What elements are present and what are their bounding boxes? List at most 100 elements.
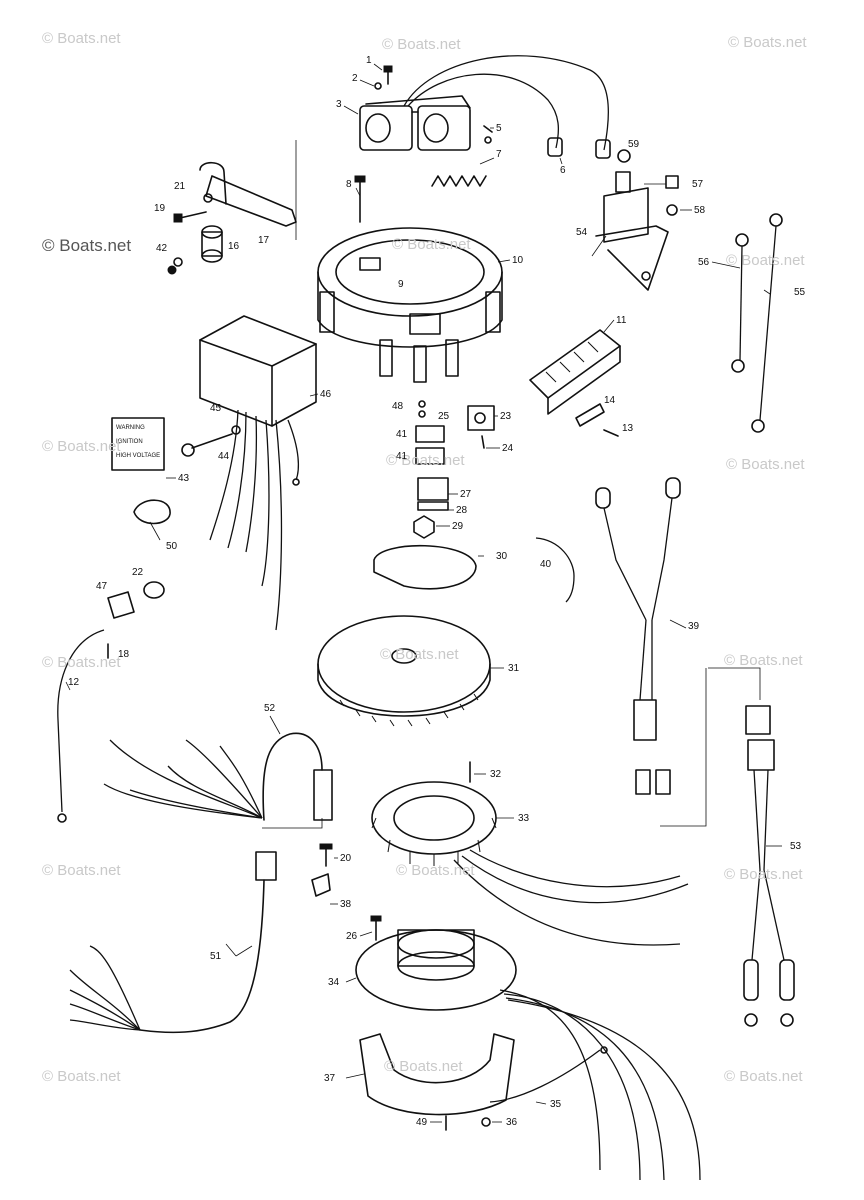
callout-42: 42 [156, 243, 168, 254]
flywheel [317, 615, 491, 727]
callout-6: 6 [560, 165, 566, 176]
callout-10: 10 [512, 255, 524, 266]
callout-37: 37 [324, 1073, 336, 1084]
watermark: © Boats.net [724, 866, 803, 883]
watermark: © Boats.net [42, 1068, 121, 1085]
callout-43: 43 [178, 473, 190, 484]
callout-11: 11 [616, 315, 627, 326]
callout-27: 27 [460, 489, 472, 500]
callout-25: 25 [438, 411, 450, 422]
screw-44 [191, 433, 233, 449]
stator [371, 761, 689, 946]
lead-40 [535, 537, 575, 603]
lead-35 [489, 1049, 601, 1103]
ignition-coils [359, 95, 471, 151]
callout-28: 28 [456, 505, 468, 516]
callout-52: 52 [264, 703, 276, 714]
watermark: © Boats.net [384, 1058, 463, 1075]
callout-32: 32 [490, 769, 502, 780]
watermark: © Boats.net [42, 654, 121, 671]
spark-plug-lead-long [403, 55, 609, 151]
harness-39 [595, 477, 681, 795]
watermark: © Boats.net [42, 30, 121, 47]
leader-lines [65, 63, 782, 1123]
callout-2: 2 [352, 73, 358, 84]
callout-46: 46 [320, 389, 332, 400]
callout-18: 18 [118, 649, 130, 660]
callout-3: 3 [336, 99, 342, 110]
callout-49: 49 [416, 1117, 428, 1128]
washer-2 [374, 82, 382, 90]
harness-bracket [660, 667, 761, 827]
callout-1: 1 [366, 55, 372, 66]
watermark: © Boats.net [42, 438, 121, 455]
harness-51 [69, 851, 277, 1034]
callout-58: 58 [694, 205, 706, 216]
cover-37 [359, 1033, 515, 1116]
watermark: © Boats.net [396, 862, 475, 879]
callout-30: 30 [496, 551, 508, 562]
callout-39: 39 [688, 621, 700, 632]
callout-17: 17 [258, 235, 270, 246]
watermark: © Boats.net [42, 236, 132, 255]
bracket-38 [311, 873, 331, 897]
callout-8: 8 [346, 179, 352, 190]
decal-text-1: WARNING [116, 425, 145, 431]
callout-20: 20 [340, 853, 352, 864]
callout-33: 33 [518, 813, 530, 824]
clip-50 [133, 499, 171, 525]
callout-19: 19 [154, 203, 166, 214]
harness-53 [743, 705, 795, 1027]
lead-12 [57, 629, 105, 813]
callout-24: 24 [502, 443, 514, 454]
callout-41a: 41 [396, 429, 408, 440]
callout-29: 29 [452, 521, 464, 532]
clip-14 [575, 403, 605, 427]
screw-1 [383, 65, 393, 85]
mounting-bracket [167, 140, 297, 275]
spark-plug-lead-short [407, 73, 560, 149]
callout-22: 22 [132, 567, 144, 578]
callout-16: 16 [228, 241, 240, 252]
trigger [355, 915, 701, 1181]
callout-35: 35 [550, 1099, 562, 1110]
decal-text-3: HIGH VOLTAGE [116, 453, 161, 459]
watermark: © Boats.net [386, 452, 465, 469]
callout-53: 53 [790, 841, 802, 852]
callout-36: 36 [506, 1117, 518, 1128]
watermark: © Boats.net [380, 646, 459, 663]
callout-9: 9 [398, 279, 404, 290]
watermark: © Boats.net [726, 456, 805, 473]
spring-clip-7 [431, 175, 487, 187]
callout-55: 55 [794, 287, 806, 298]
watermark: © Boats.net [726, 252, 805, 269]
callout-21: 21 [174, 181, 186, 192]
callout-45: 45 [210, 403, 222, 414]
callout-54: 54 [576, 227, 588, 238]
callout-56: 56 [698, 257, 710, 268]
callout-7: 7 [496, 149, 502, 160]
callout-5: 5 [496, 123, 502, 134]
callout-40: 40 [540, 559, 552, 570]
starter-solenoid [595, 149, 679, 291]
callout-48: 48 [392, 401, 404, 412]
callout-51: 51 [210, 951, 222, 962]
terminal-block-stack [413, 400, 495, 539]
watermark: © Boats.net [42, 862, 121, 879]
harness-52 [103, 732, 333, 829]
callout-57: 57 [692, 179, 704, 190]
callout-34: 34 [328, 977, 340, 988]
part-22 [143, 581, 165, 599]
callout-59: 59 [628, 139, 640, 150]
callout-50: 50 [166, 541, 178, 552]
callout-14: 14 [604, 395, 616, 406]
callout-12: 12 [68, 677, 80, 688]
callout-13: 13 [622, 423, 634, 434]
decal-text-2: IGNITION [116, 439, 143, 445]
stator-plate [317, 175, 503, 383]
watermark: © Boats.net [728, 34, 807, 51]
callout-26: 26 [346, 931, 358, 942]
warning-decal [111, 417, 165, 471]
